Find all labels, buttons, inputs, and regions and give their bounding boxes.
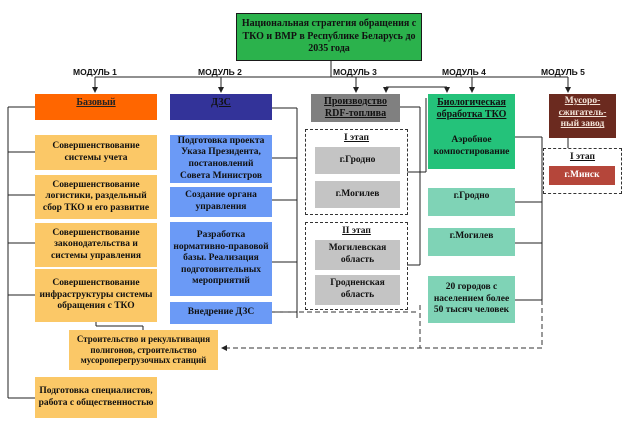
module4-label: МОДУЛЬ 4 xyxy=(442,67,486,77)
module1-item: Совершенствование законодательства и сис… xyxy=(35,223,157,267)
module2-label: МОДУЛЬ 2 xyxy=(198,67,242,77)
module1-header: Базовый xyxy=(35,94,157,120)
stage-item: г.Минск xyxy=(549,166,615,185)
module1-sub-item: Строительство и рекультивация полигонов,… xyxy=(69,330,218,370)
stage-title: II этап xyxy=(342,226,371,236)
module2-item: Разработка нормативно-правовой базы. Реа… xyxy=(170,222,272,296)
module5-stage-1: I этап г.Минск xyxy=(543,148,622,194)
strategy-title: Национальная стратегия обращения с ТКО и… xyxy=(236,13,422,61)
module2-header: ДЗС xyxy=(170,94,272,120)
module4-header: Биологическая обработка ТКО Аэробное ком… xyxy=(428,94,515,169)
stage-item: г.Могилев xyxy=(315,181,400,208)
stage-title: I этап xyxy=(569,152,596,162)
module4-item: г.Могилев xyxy=(428,228,515,256)
module3-stage-2: II этап Могилевская область Гродненская … xyxy=(305,222,408,310)
stage-item: Гродненская область xyxy=(315,275,400,305)
module1-item: Совершенствование логистики, раздельный … xyxy=(35,175,157,219)
module4-header-title: Биологическая обработка ТКО xyxy=(436,97,507,121)
module1-item: Совершенствование системы учета xyxy=(35,135,157,170)
module5-header: Мусоро-сжигатель-ный завод xyxy=(549,94,616,138)
stage-title: I этап xyxy=(343,133,370,143)
module4-item: г.Гродно xyxy=(428,188,515,216)
module2-item: Внедрение ДЗС xyxy=(170,302,272,324)
module3-header: Производство RDF-топлива xyxy=(311,94,400,122)
module4-item: 20 городов с населением более 50 тысяч ч… xyxy=(428,276,515,323)
module2-item: Создание органа управления xyxy=(170,187,272,217)
module1-item: Подготовка специалистов, работа с общест… xyxy=(35,377,157,418)
module1-item: Совершенствование инфраструктуры системы… xyxy=(35,269,157,322)
module2-item: Подготовка проекта Указа Президента, пос… xyxy=(170,135,272,183)
stage-item: Могилевская область xyxy=(315,240,400,270)
module1-label: МОДУЛЬ 1 xyxy=(73,67,117,77)
module5-label: МОДУЛЬ 5 xyxy=(541,67,585,77)
stage-item: г.Гродно xyxy=(315,147,400,174)
module3-stage-1: I этап г.Гродно г.Могилев xyxy=(305,129,408,215)
module3-label: МОДУЛЬ 3 xyxy=(333,67,377,77)
module4-header-sub: Аэробное компостирование xyxy=(433,135,510,157)
